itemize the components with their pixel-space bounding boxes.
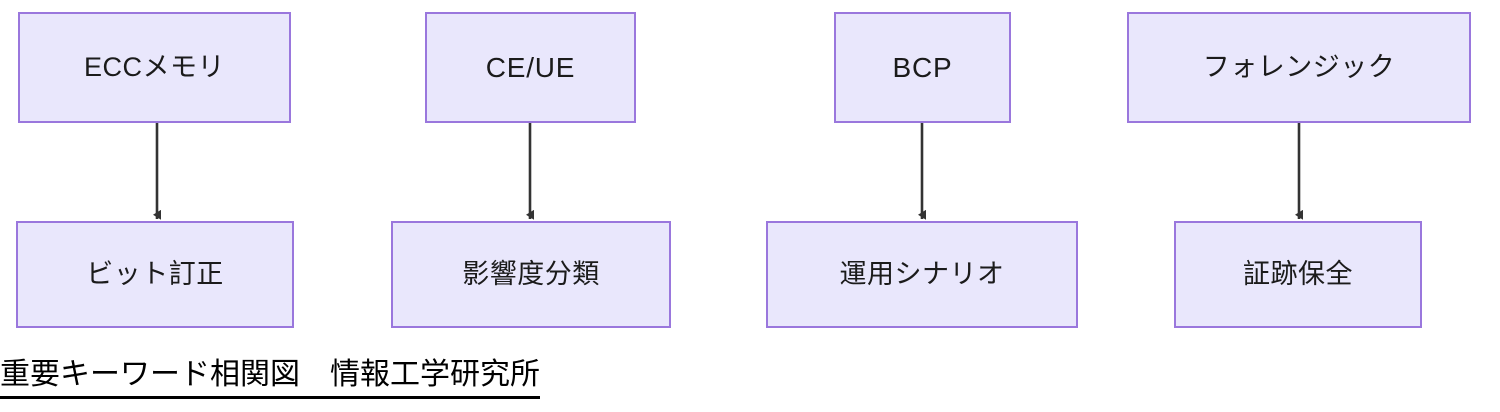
figure-caption: 重要キーワード相関図 情報工学研究所 — [0, 356, 540, 399]
node-bcp[interactable]: BCP — [834, 12, 1011, 123]
node-label: 証跡保全 — [1243, 259, 1353, 289]
node-label: CE/UE — [485, 51, 576, 83]
node-ecc-memory[interactable]: ECCメモリ — [18, 12, 291, 123]
node-label: フォレンジック — [1202, 52, 1396, 82]
node-forensic[interactable]: フォレンジック — [1127, 12, 1471, 123]
node-operation-scenario[interactable]: 運用シナリオ — [766, 221, 1078, 328]
node-label: BCP — [892, 51, 953, 83]
node-evidence-preservation[interactable]: 証跡保全 — [1174, 221, 1422, 328]
node-bit-correction[interactable]: ビット訂正 — [16, 221, 294, 328]
node-label: 運用シナリオ — [839, 259, 1005, 289]
node-label: ECCメモリ — [83, 52, 225, 82]
node-label: 影響度分類 — [462, 259, 600, 289]
node-label: ビット訂正 — [86, 259, 224, 289]
node-impact-classification[interactable]: 影響度分類 — [391, 221, 671, 328]
node-ce-ue[interactable]: CE/UE — [425, 12, 636, 123]
